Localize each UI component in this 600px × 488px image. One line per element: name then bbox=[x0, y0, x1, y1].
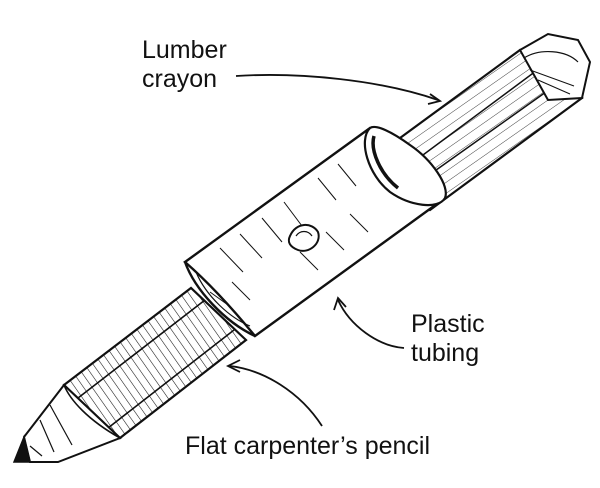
lumber-crayon-leader bbox=[235, 74, 439, 101]
flat-carpenters-pencil bbox=[12, 286, 248, 463]
flat-pencil-leader bbox=[229, 365, 323, 427]
leader-arrows bbox=[225, 74, 443, 427]
lumber-crayon-label-line2: crayon bbox=[142, 65, 218, 93]
plastic-tubing-label-line1: Plastic bbox=[411, 310, 485, 338]
plastic-tubing-arrowhead bbox=[333, 296, 347, 311]
lumber-crayon-label: Lumber crayon bbox=[142, 36, 227, 94]
lumber-crayon-label-line1: Lumber bbox=[142, 36, 227, 64]
plastic-tubing-leader bbox=[337, 299, 405, 349]
plastic-tubing-label-line2: tubing bbox=[411, 339, 480, 367]
plastic-tubing bbox=[183, 125, 447, 338]
flat-pencil-arrowhead bbox=[225, 359, 241, 373]
lumber-crayon-arrowhead bbox=[427, 93, 443, 105]
flat-pencil-label-text: Flat carpenter’s pencil bbox=[185, 432, 431, 460]
plastic-tubing-label: Plastic tubing bbox=[411, 310, 485, 368]
flat-pencil-label: Flat carpenter’s pencil bbox=[185, 432, 430, 461]
